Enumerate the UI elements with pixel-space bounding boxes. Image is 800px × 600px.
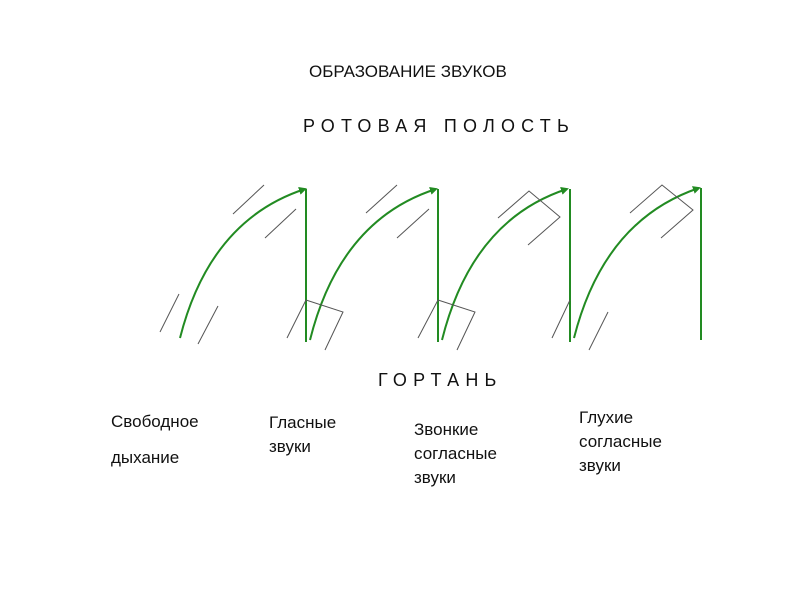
label-line: Свободное: [111, 412, 199, 431]
vocal-folds-closed-3: [417, 299, 476, 351]
airflow-arrow-1: [179, 187, 307, 339]
label-line: согласные: [414, 444, 497, 463]
vocal-folds-open-1: [159, 293, 219, 345]
mouth-open-1: [232, 184, 297, 239]
vocal-folds-open-4: [551, 299, 609, 351]
airflow-arrow-2: [309, 187, 438, 341]
label-line: дыхание: [111, 448, 180, 467]
label-line: согласные: [579, 432, 662, 451]
label-voiced-consonants: Звонкие согласные звуки: [414, 418, 497, 490]
label-line: Гласные: [269, 413, 337, 432]
label-voiceless-consonants: Глухие согласные звуки: [579, 406, 662, 478]
label-line: звуки: [579, 456, 621, 475]
label-line: Глухие: [579, 408, 634, 427]
label-vowels: Гласные звуки: [269, 411, 336, 459]
label-line: звуки: [269, 437, 311, 456]
larynx-label: ГОРТАНЬ: [378, 370, 503, 390]
diagram-title: ОБРАЗОВАНИЕ ЗВУКОВ: [309, 62, 507, 81]
mouth-constriction-3: [497, 190, 561, 246]
airflow-arrow-3: [441, 187, 569, 341]
mouth-open-2: [365, 184, 430, 239]
label-free-breathing: Свободное дыхание: [111, 404, 199, 476]
mouth-constriction-4: [629, 184, 694, 239]
label-line: Звонкие: [414, 420, 479, 439]
vocal-folds-closed-2: [286, 299, 344, 351]
label-line: звуки: [414, 468, 456, 487]
airflow-arrow-4: [573, 186, 701, 339]
oral-cavity-label: РОТОВАЯ ПОЛОСТЬ: [303, 116, 575, 136]
